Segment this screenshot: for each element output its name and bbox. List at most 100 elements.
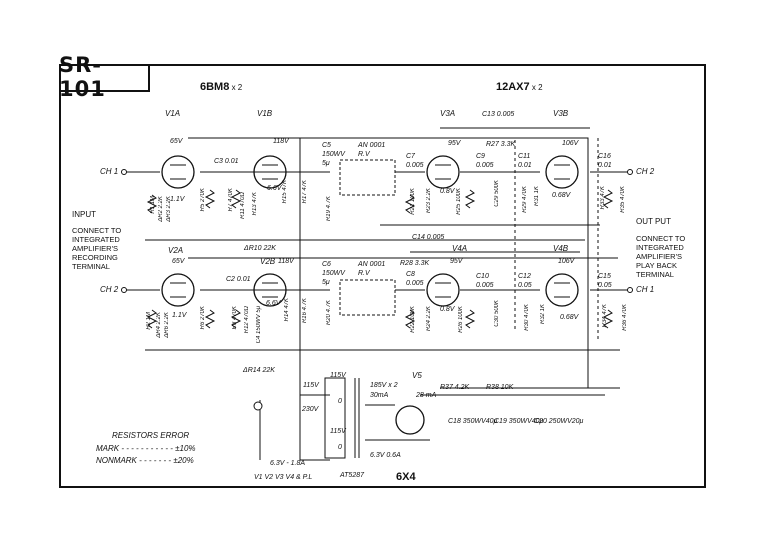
ch1-input-label: CH 1 <box>100 167 119 176</box>
label-r10: ΔR10 22K <box>244 245 276 252</box>
label-r13: R13 47K <box>252 192 258 216</box>
tap-115v-c: 115V <box>330 428 346 435</box>
label-c14: C14 0.005 <box>412 234 445 241</box>
label-r24: R24 2.2K <box>426 306 432 332</box>
tube-v4a-symbol <box>426 273 460 307</box>
label-r3-delta: ΔR3 2.2K <box>166 196 172 222</box>
ac-plug-icon <box>253 401 263 411</box>
voltage-v1b: 118V <box>273 138 289 145</box>
label-c4: C4 150WV 5μ <box>256 306 262 344</box>
label-c20: C20 250WV20μ <box>534 418 584 425</box>
label-c15: C15 0.05 <box>598 273 612 289</box>
transformer-hv: 185V x 2 <box>370 382 398 389</box>
voltage-v4b: 106V <box>558 258 575 265</box>
label-c10: C10 0.005 <box>476 273 494 289</box>
label-c6: C6 150WV 5μ <box>322 261 345 286</box>
b-plus-rail-upper <box>188 137 589 388</box>
label-r7: R7 470K <box>228 188 234 212</box>
label-r32: R32 1K <box>540 304 546 325</box>
label-c30: C30 500K <box>494 300 500 327</box>
ch1-output-jack <box>627 287 633 293</box>
label-c2: C2 0.01 <box>226 276 251 283</box>
label-r2: R2 1M <box>146 312 152 330</box>
label-r22: R22 100K <box>410 306 416 333</box>
legend-mark-row: MARK - - - - - - - - - - - ±10% <box>96 444 196 453</box>
label-r19: R19 4.7K <box>326 196 332 222</box>
label-r33: R33 47K <box>600 186 606 210</box>
input-heading: INPUT <box>72 210 96 219</box>
output-heading: OUT PUT <box>636 217 671 226</box>
voltage-v3b: 106V <box>562 140 579 147</box>
tube-v2a-symbol <box>161 273 195 307</box>
label-r6-delta: ΔR6 2.2K <box>164 312 170 338</box>
label-r1: R1 1M <box>150 196 156 214</box>
ch2-output-label: CH 2 <box>636 167 655 176</box>
label-c3: C3 0.01 <box>214 158 239 165</box>
label-r31: R31 1K <box>534 186 540 207</box>
label-rv2: AN 0001 R.V <box>358 261 386 277</box>
label-r12: R12 470Ω <box>244 306 250 334</box>
voltage-k2a: 1.1V <box>172 312 187 319</box>
ch1-output-label: CH 1 <box>636 285 655 294</box>
tap-230v: 230V <box>302 406 319 413</box>
voltage-k3b: 0.68V <box>552 192 571 199</box>
tube-label-v3a: V3A <box>440 109 456 118</box>
ch2-output-jack <box>627 169 633 175</box>
ch2-input-jack <box>121 287 127 293</box>
label-r34: R34 47K <box>602 304 608 328</box>
label-r36: R36 470K <box>622 304 628 331</box>
heater-tubes-label: V1 V2 V3 V4 & P.L <box>254 474 313 481</box>
label-r20: R20 4.7K <box>326 300 332 326</box>
voltage-k2b: 6.6V <box>266 300 281 307</box>
tube-type-12ax7: 12AX7 x 2 <box>496 81 543 93</box>
voltage-k1b: 6.6V <box>267 185 282 192</box>
tap-115v-b: 115V <box>330 372 346 379</box>
label-r14b: R14 47K <box>284 298 290 322</box>
voltage-v4a: 95V <box>450 258 463 265</box>
label-r21: R21 100K <box>410 188 416 215</box>
label-c19: C19 350WV40μ <box>494 418 544 425</box>
label-r8: R8 470K <box>232 306 238 330</box>
voltage-v2a: 65V <box>172 258 185 265</box>
voltage-k3a: 0.8V <box>440 188 455 195</box>
label-r11: R11 470Ω <box>240 192 246 219</box>
tube-v2b-symbol <box>253 273 287 307</box>
tube-v4b-symbol <box>545 273 579 307</box>
tube-v3a-symbol <box>426 155 460 189</box>
label-r16: R16 4.7K <box>302 298 308 324</box>
tube-label-v4b: V4B <box>553 244 569 253</box>
label-r29: R29 470K <box>522 186 528 213</box>
label-r5: R5 270K <box>200 188 206 212</box>
tube-v5-symbol <box>395 405 425 435</box>
label-r17: R17 47K <box>302 180 308 204</box>
tube-v1a-symbol <box>161 155 195 189</box>
label-r35: R35 470K <box>620 186 626 213</box>
tube-type-6x4: 6X4 <box>396 471 416 483</box>
ch1-input-jack <box>121 169 127 175</box>
voltage-v2b: 118V <box>278 258 294 265</box>
label-c29: C29 500K <box>494 180 500 207</box>
legend-title: RESISTORS ERROR <box>112 431 190 440</box>
tube-v3b-symbol <box>545 155 579 189</box>
tube-label-v2b: V2B <box>260 257 276 266</box>
label-r26: R26 100K <box>458 306 464 333</box>
label-c9: C9 0.005 <box>476 153 494 169</box>
tube-label-v4a: V4A <box>452 244 468 253</box>
tap-0-b: 0 <box>338 444 342 451</box>
label-r27: R27 3.3K <box>486 141 516 148</box>
label-r25: R25 100K <box>456 188 462 215</box>
schematic-frame <box>59 64 706 488</box>
voltage-k1a: 1.1V <box>170 196 185 203</box>
label-c8: C8 0.005 <box>406 271 424 287</box>
tube-label-v3b: V3B <box>553 109 569 118</box>
tube-type-6bm8: 6BM8 x 2 <box>200 81 243 93</box>
tube-v1b-symbol <box>253 155 287 189</box>
label-rv1: AN 0001 R.V <box>358 142 386 158</box>
label-r15: R15 47K <box>282 180 288 204</box>
ch2-input-label: CH 2 <box>100 285 119 294</box>
label-r28: R28 3.3K <box>400 260 430 267</box>
voltage-v1a: 65V <box>170 138 183 145</box>
